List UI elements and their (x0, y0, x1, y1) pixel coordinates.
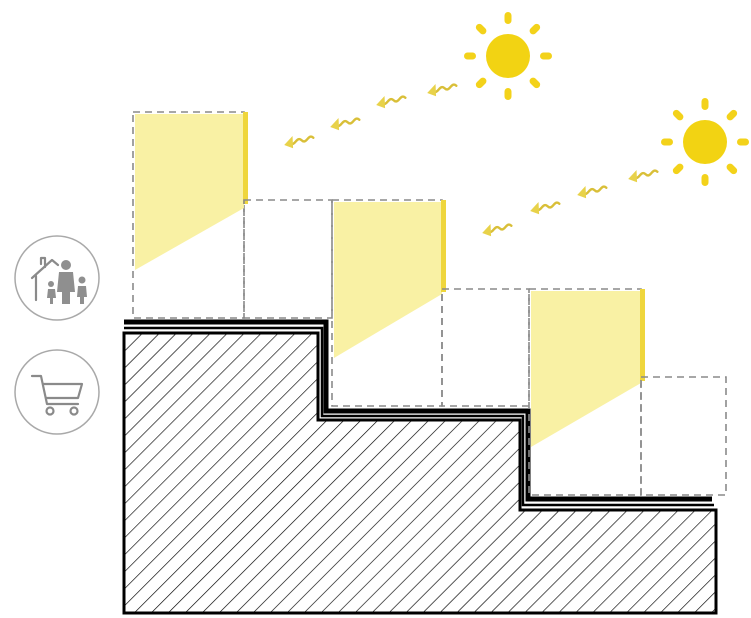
terrace-outline-lower (124, 326, 714, 507)
light-ray-arrow-icon (527, 196, 562, 218)
lit-edge-level1 (243, 112, 248, 204)
lit-edge-level2 (441, 200, 446, 292)
light-ray-arrow-icon (625, 164, 660, 186)
family-home-icon (14, 235, 100, 321)
sun-icon (661, 98, 749, 186)
light-ray-arrow-icon (424, 78, 459, 100)
daylight-shade-level2 (334, 202, 442, 358)
volume-level2-a (331, 199, 443, 407)
daylight-shade-level1 (135, 114, 244, 270)
light-ray-arrow-icon (373, 90, 408, 112)
volume-level3-a (528, 288, 642, 496)
terrace-outline-upper (124, 319, 712, 502)
volume-level3-b (640, 376, 727, 496)
sun-icon (464, 12, 552, 100)
ground-mass (122, 331, 718, 615)
lit-edge-level3 (640, 289, 645, 381)
light-ray-arrow-icon (574, 180, 609, 202)
volume-level1-a (132, 111, 245, 319)
light-ray-arrow-icon (281, 130, 316, 152)
shopping-cart-icon (14, 349, 100, 435)
light-ray-arrow-icon (479, 218, 514, 240)
daylight-shade-level3 (531, 291, 641, 447)
volume-level1-b (243, 199, 333, 319)
volume-level2-b (441, 288, 530, 407)
light-ray-arrow-icon (327, 112, 362, 134)
